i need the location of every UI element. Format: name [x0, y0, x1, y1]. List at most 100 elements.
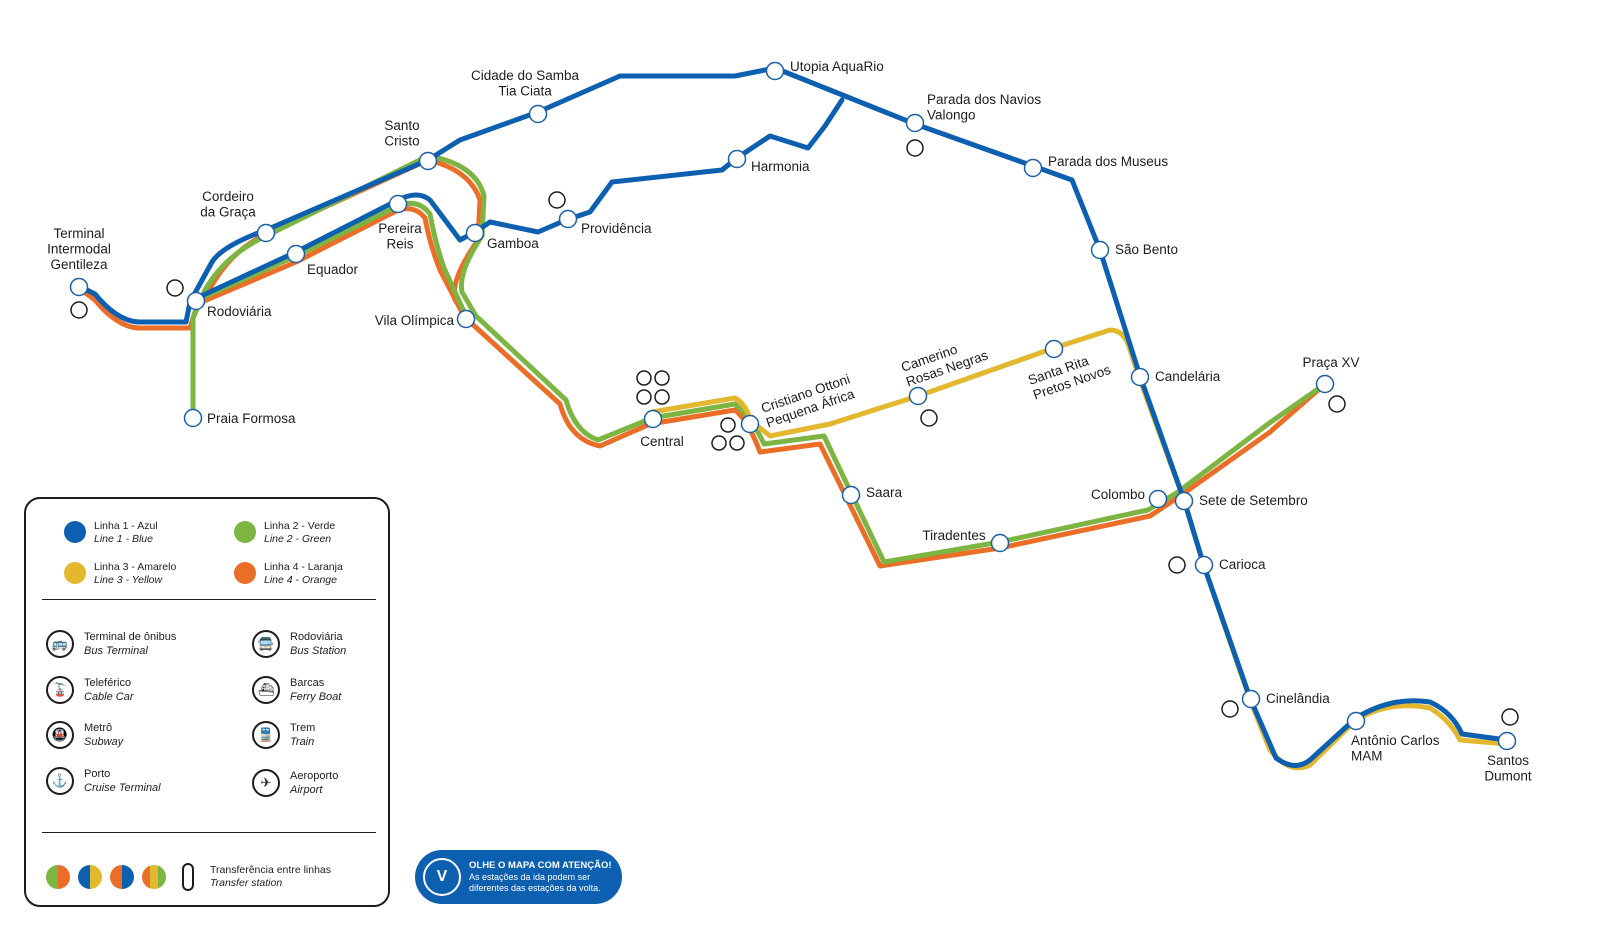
legend-line-2-pt: Linha 2 - Verde: [264, 520, 336, 532]
legend-service-pt: Terminal de ônibus: [84, 631, 177, 643]
station-label-providencia: Providência: [581, 221, 652, 236]
legend-divider: [42, 832, 376, 833]
station-marker-saara[interactable]: [841, 485, 861, 505]
station-marker-praia-formosa[interactable]: [183, 408, 203, 428]
ferry-boat-icon: [1328, 395, 1346, 413]
station-marker-antonio-carlos[interactable]: [1346, 711, 1366, 731]
legend-service-en: Train: [290, 735, 315, 748]
subway-icon: [1221, 700, 1239, 718]
station-label-gamboa: Gamboa: [487, 236, 539, 251]
subway-icon: 🚇: [46, 721, 74, 749]
line-4-color-dot: [234, 562, 256, 584]
station-label-sao-bento: São Bento: [1115, 242, 1178, 257]
legend-divider: [42, 599, 376, 600]
station-marker-santa-rita[interactable]: [1044, 339, 1064, 359]
legend-service-en: Cruise Terminal: [84, 781, 161, 794]
station-label-carioca: Carioca: [1219, 557, 1266, 572]
legend-line-4-pt: Linha 4 - Laranja: [264, 561, 343, 573]
bus-terminal-icon: [720, 417, 736, 433]
station-marker-providencia[interactable]: [558, 209, 578, 229]
legend-line-2-en: Line 2 - Green: [264, 533, 332, 545]
station-marker-tiradentes[interactable]: [990, 533, 1010, 553]
station-marker-central[interactable]: [643, 409, 663, 429]
notice-title: OLHE O MAPA COM ATENÇÃO!: [469, 860, 612, 871]
transfer-dot-orange-blue: [110, 865, 134, 889]
station-marker-cristiano-ottoni[interactable]: [740, 414, 760, 434]
station-marker-equador[interactable]: [286, 244, 306, 264]
line-1-color-dot: [64, 521, 86, 543]
cruise-terminal-icon: [906, 139, 924, 157]
station-label-praca-xv: Praça XV: [1302, 355, 1359, 370]
airport-icon: ✈: [252, 769, 280, 797]
station-label-harmonia: Harmonia: [751, 159, 810, 174]
train-icon: 🚆: [252, 721, 280, 749]
station-label-rodoviaria: Rodoviária: [207, 304, 272, 319]
station-marker-praca-xv[interactable]: [1315, 374, 1335, 394]
station-marker-harmonia[interactable]: [727, 149, 747, 169]
station-marker-vila-olimpica[interactable]: [456, 309, 476, 329]
station-marker-cordeiro[interactable]: [256, 223, 276, 243]
legend-service-en: Airport: [290, 783, 323, 796]
station-marker-sao-bento[interactable]: [1090, 240, 1110, 260]
airport-icon: [1501, 708, 1519, 726]
station-label-praia-formosa: Praia Formosa: [207, 411, 296, 426]
station-marker-camerino[interactable]: [908, 386, 928, 406]
cable-car-icon: 🚡: [46, 676, 74, 704]
station-label-camerino: CamerinoRosas Negras: [899, 333, 990, 390]
station-marker-colombo[interactable]: [1148, 489, 1168, 509]
station-marker-candelaria[interactable]: [1130, 367, 1150, 387]
legend-service-pt: Teleférico: [84, 677, 132, 689]
legend-service-pt: Trem: [290, 722, 316, 734]
legend-line-3-pt: Linha 3 - Amarelo: [94, 561, 177, 573]
line-1-blue-branch-rodoviaria: [194, 97, 845, 301]
station-marker-santo-cristo[interactable]: [418, 151, 438, 171]
station-label-equador: Equador: [307, 262, 359, 277]
legend-transfer-pt: Transferência entre linhas: [210, 864, 332, 876]
transfer-dot-orange-yellow: [142, 865, 166, 889]
legend-line-1-pt: Linha 1 - Azul: [94, 520, 158, 532]
station-label-saara: Saara: [866, 485, 903, 500]
station-label-sete-de-setembro: Sete de Setembro: [1199, 493, 1308, 508]
station-marker-pereira-reis[interactable]: [388, 194, 408, 214]
line-3-color-dot: [64, 562, 86, 584]
station-marker-parada-navios[interactable]: [905, 113, 925, 133]
subway-icon: [636, 389, 652, 405]
legend-service-pt: Metrô: [84, 722, 113, 734]
legend-transfer-en: Transfer station: [210, 877, 283, 889]
train-icon: [70, 301, 88, 319]
legend-service-en: Cable Car: [84, 690, 134, 703]
cruise-terminal-icon: ⚓: [46, 767, 74, 795]
vlt-logo-icon: V: [423, 858, 461, 896]
train-icon: [654, 389, 670, 405]
station-marker-sete-de-setembro[interactable]: [1174, 491, 1194, 511]
station-marker-gamboa[interactable]: [465, 223, 485, 243]
station-marker-cinelandia[interactable]: [1241, 689, 1261, 709]
subway-icon: [729, 435, 745, 451]
station-marker-utopia[interactable]: [765, 61, 785, 81]
legend-service-pt: Rodoviária: [290, 631, 343, 643]
station-marker-santos-dumont[interactable]: [1497, 731, 1517, 751]
station-marker-terminal-gentileza[interactable]: [69, 277, 89, 297]
station-marker-parada-museus[interactable]: [1023, 158, 1043, 178]
station-marker-carioca[interactable]: [1194, 555, 1214, 575]
bus-terminal-icon: [654, 370, 670, 386]
station-marker-rodoviaria[interactable]: [186, 291, 206, 311]
station-marker-cidade-do-samba[interactable]: [528, 104, 548, 124]
